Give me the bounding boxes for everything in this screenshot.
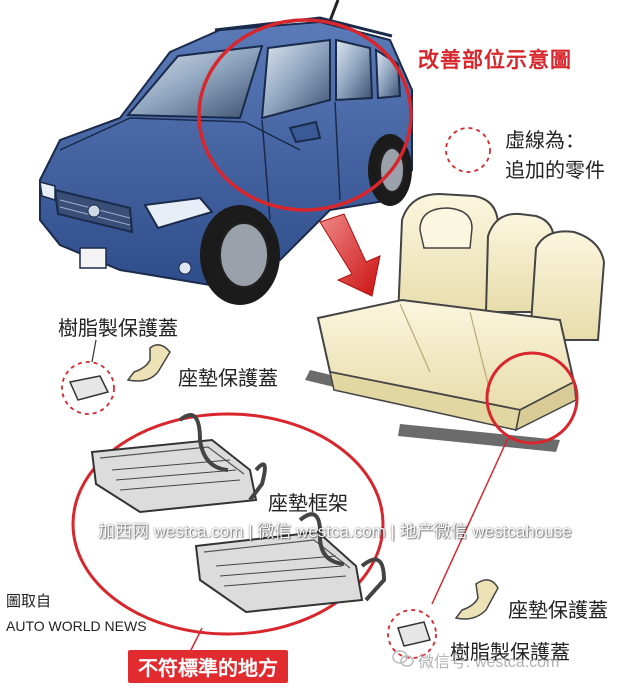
legend-dashed-circle [445,127,491,173]
label-seat-frame: 座墊框架 [268,491,348,515]
arrow-down-icon [319,213,381,297]
seat-cover-part-bottom [454,579,499,620]
page-title: 改善部位示意圖 [418,48,572,72]
frame-highlight-ellipse [71,412,385,636]
car-illustration [39,0,413,305]
wechat-icon [392,650,414,667]
resin-cover-dashed-circle [61,361,115,415]
seat-illustration [305,192,606,452]
label-resin-cover-top: 樹脂製保護蓋 [58,316,178,340]
legend-line-2: 追加的零件 [505,158,605,182]
label-seat-cover-top: 座墊保護蓋 [178,366,278,390]
resin-cover-part [68,375,110,401]
label-seat-cover-bottom: 座墊保護蓋 [508,598,608,622]
legend-line-1: 虛線為： [505,128,585,152]
seat-frame-illustration [90,413,387,614]
car-highlight-circle [197,18,413,212]
watermark-text: 加西网 westca.com | 微信 westca.com | 地产微信 we… [98,522,572,541]
callout-line [431,437,509,605]
resin-cover-part-bottom [397,621,431,647]
wechat-watermark: 微信号: westca.com [418,654,560,671]
source-line-2: AUTO WORLD NEWS [6,618,147,634]
source-line-1: 圖取自 [6,592,52,610]
label-resin-cover-bottom: 樹脂製保護蓋 [450,640,570,664]
seat-cover-part-top [126,344,171,382]
resin-cover-dashed-circle-bottom [387,609,437,659]
nonconformance-badge: 不符標準的地方 [128,650,288,683]
seat-highlight-circle [485,351,579,445]
